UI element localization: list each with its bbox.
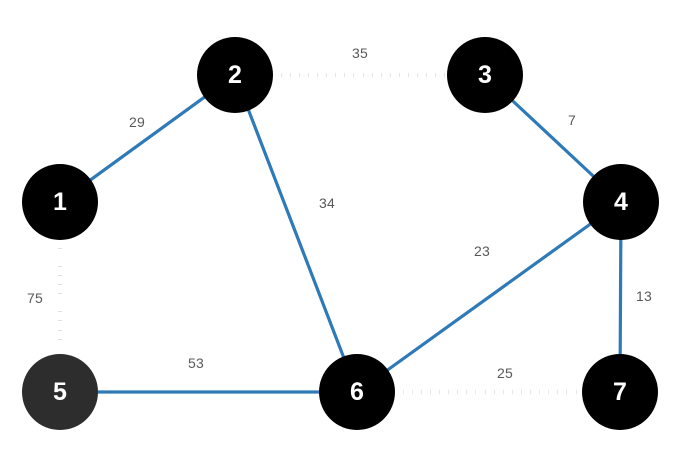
- graph-node-label-5: 5: [53, 377, 67, 406]
- graph-edge-4-6[interactable]: [386, 222, 592, 372]
- graph-node-4[interactable]: 4: [583, 164, 659, 240]
- graph-edge-1-2[interactable]: [89, 95, 206, 182]
- graph-node-2[interactable]: 2: [197, 37, 273, 113]
- graph-node-label-1: 1: [53, 187, 67, 216]
- edge-weight-label-1-5: 75: [27, 290, 43, 306]
- graph-node-label-7: 7: [613, 377, 627, 406]
- graph-node-3[interactable]: 3: [447, 37, 523, 113]
- graph-node-label-4: 4: [614, 187, 628, 216]
- edge-weight-label-2-6: 34: [319, 195, 335, 211]
- graph-edge-4-7[interactable]: [618, 238, 623, 356]
- graph-node-5[interactable]: 5: [22, 354, 98, 430]
- graph-node-label-6: 6: [350, 377, 364, 406]
- edge-weight-label-5-6: 53: [188, 355, 204, 371]
- graph-edge-3-4[interactable]: [510, 99, 596, 178]
- graph-node-label-3: 3: [478, 60, 492, 89]
- graph-edge-2-6[interactable]: [246, 108, 346, 359]
- edge-weight-label-2-3: 35: [352, 45, 368, 61]
- edge-weight-label-4-7: 13: [636, 288, 652, 304]
- graph-node-1[interactable]: 1: [22, 164, 98, 240]
- graph-node-label-2: 2: [228, 60, 242, 89]
- edge-weight-label-6-7: 25: [497, 365, 513, 381]
- graph-node-6[interactable]: 6: [319, 354, 395, 430]
- edge-weight-label-1-2: 29: [129, 114, 145, 130]
- edge-weight-label-3-4: 7: [568, 112, 576, 128]
- graph-node-7[interactable]: 7: [582, 354, 658, 430]
- edge-weight-label-4-6: 23: [474, 243, 490, 259]
